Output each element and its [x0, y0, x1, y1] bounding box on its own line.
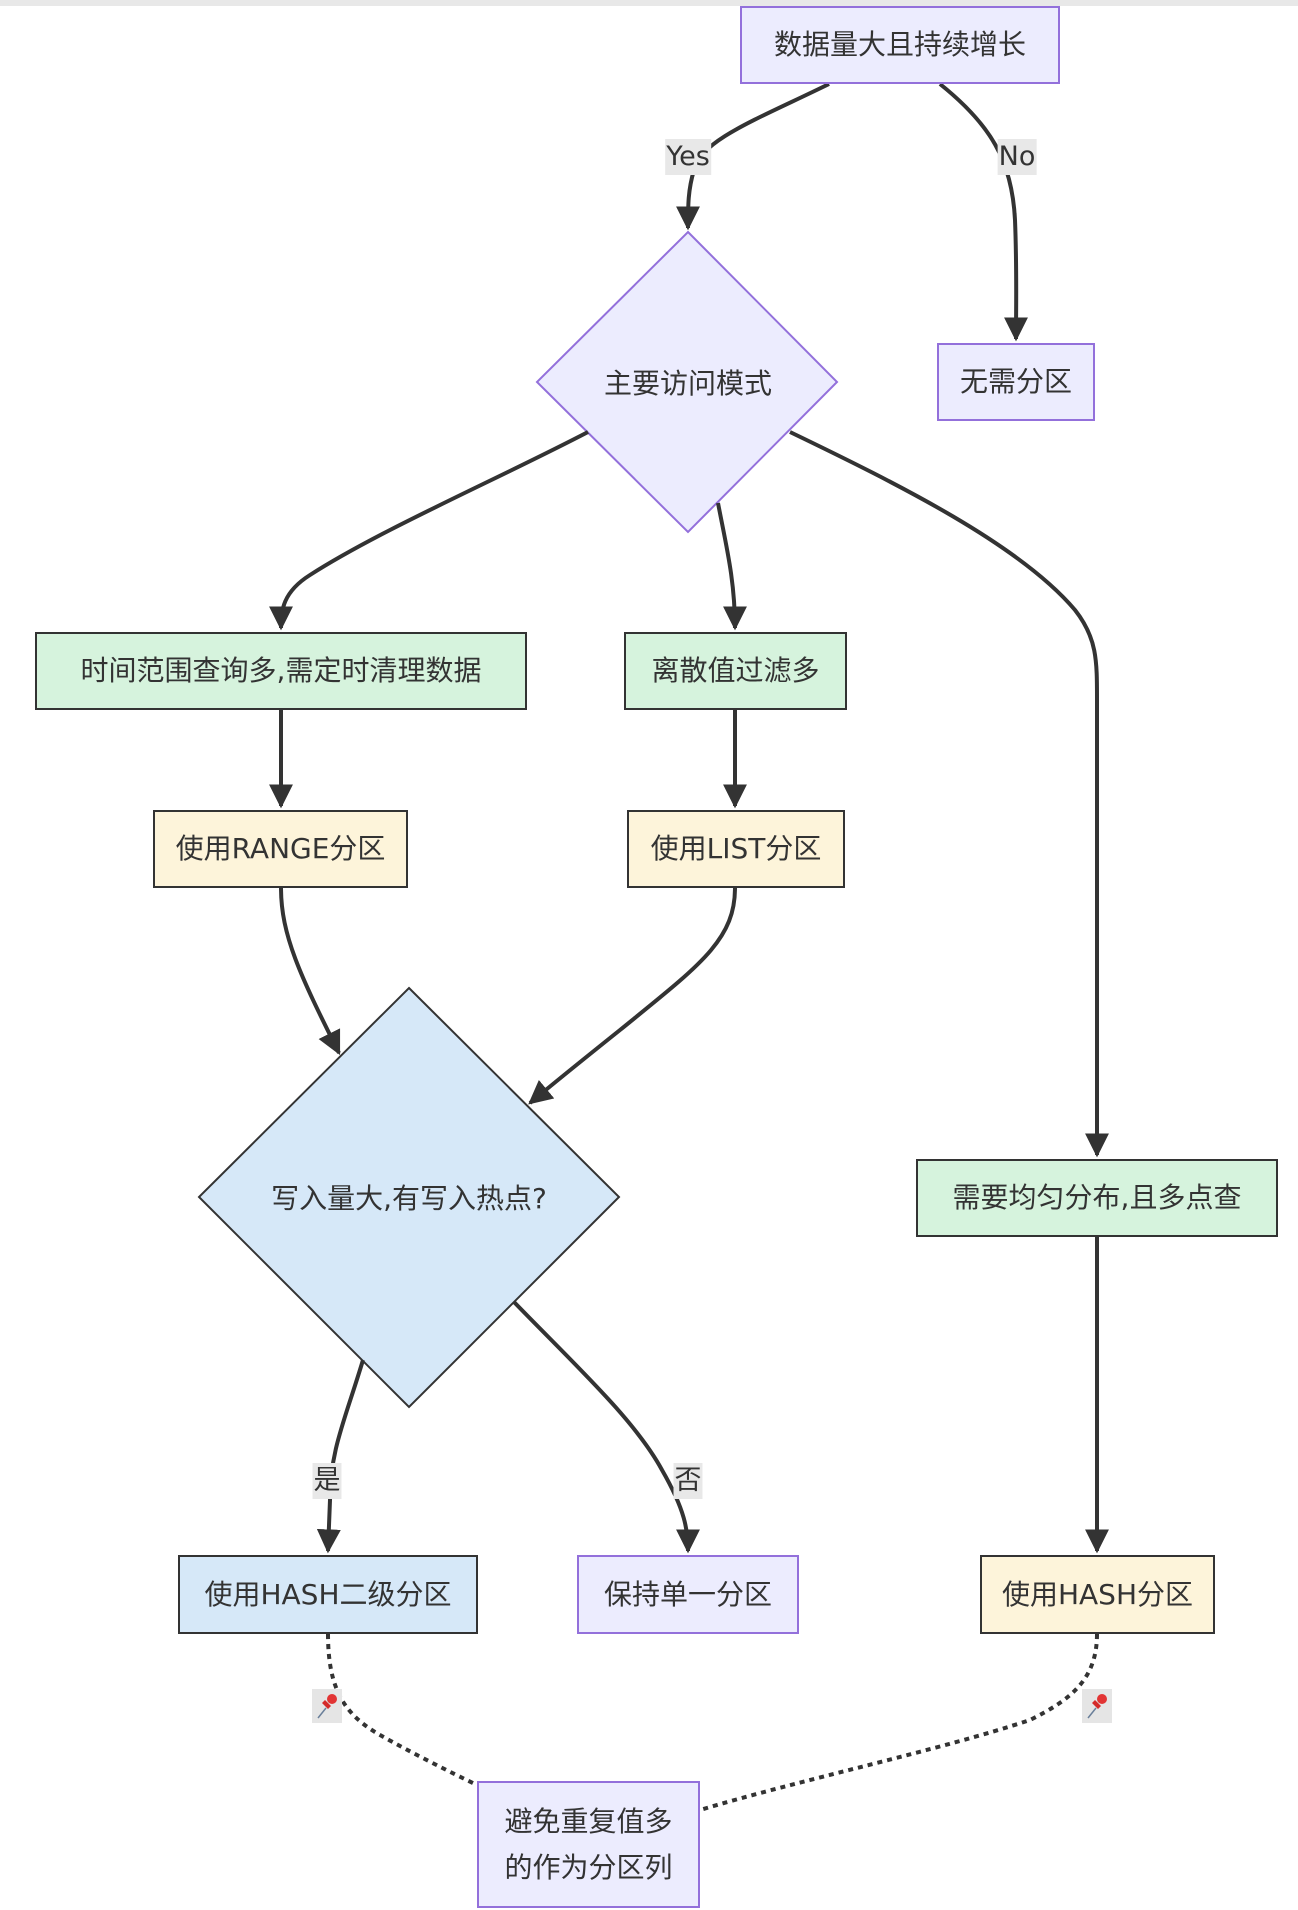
top-bar: [0, 0, 1298, 6]
node-uniform-dist[interactable]: 需要均匀分布,且多点查: [916, 1159, 1278, 1237]
node-discrete-filter[interactable]: 离散值过滤多: [624, 632, 847, 710]
node-keep-single[interactable]: 保持单一分区: [577, 1555, 799, 1634]
edge-label-fou: 否: [673, 1463, 703, 1499]
edge-hash-sub-to-note: [326, 1633, 478, 1787]
edge-label-shi: 是: [312, 1463, 342, 1499]
node-use-hash[interactable]: 使用HASH分区: [980, 1555, 1215, 1634]
node-use-list[interactable]: 使用LIST分区: [627, 810, 845, 888]
write-hotspot-label: 写入量大,有写入热点?: [271, 1182, 547, 1215]
edge-hotspot-to-hash-sub: [316, 1359, 365, 1554]
node-no-partition[interactable]: 无需分区: [937, 343, 1095, 421]
edge-access-to-uniform: [789, 430, 1109, 1158]
access-mode-label: 主要访问模式: [603, 367, 773, 400]
edge-range-to-hotspot: [279, 887, 341, 1056]
pushpin-icon: [1082, 1689, 1112, 1723]
access-mode-diamond[interactable]: [535, 230, 839, 534]
edge-label-yes: Yes: [665, 139, 711, 175]
write-hotspot-diamond[interactable]: [197, 986, 621, 1409]
node-start[interactable]: 数据量大且持续增长: [740, 6, 1060, 84]
edge-label-no: No: [997, 139, 1037, 175]
edge-hotspot-to-single: [512, 1300, 700, 1554]
edge-start-to-no-partition: [938, 82, 1029, 342]
node-use-hash-sub[interactable]: 使用HASH二级分区: [178, 1555, 478, 1634]
node-use-range[interactable]: 使用RANGE分区: [153, 810, 408, 888]
edge-access-to-time-range: [269, 430, 589, 631]
edge-hash-to-note: [699, 1633, 1099, 1812]
pushpin-icon: [312, 1689, 342, 1723]
node-time-range[interactable]: 时间范围查询多,需定时清理数据: [35, 632, 527, 710]
node-note[interactable]: 避免重复值多 的作为分区列: [477, 1781, 700, 1908]
note-line-1: 避免重复值多: [504, 1804, 673, 1838]
edge-list-to-hotspot: [528, 887, 737, 1105]
edge-access-to-discrete: [716, 502, 747, 631]
note-line-2: 的作为分区列: [504, 1850, 673, 1884]
